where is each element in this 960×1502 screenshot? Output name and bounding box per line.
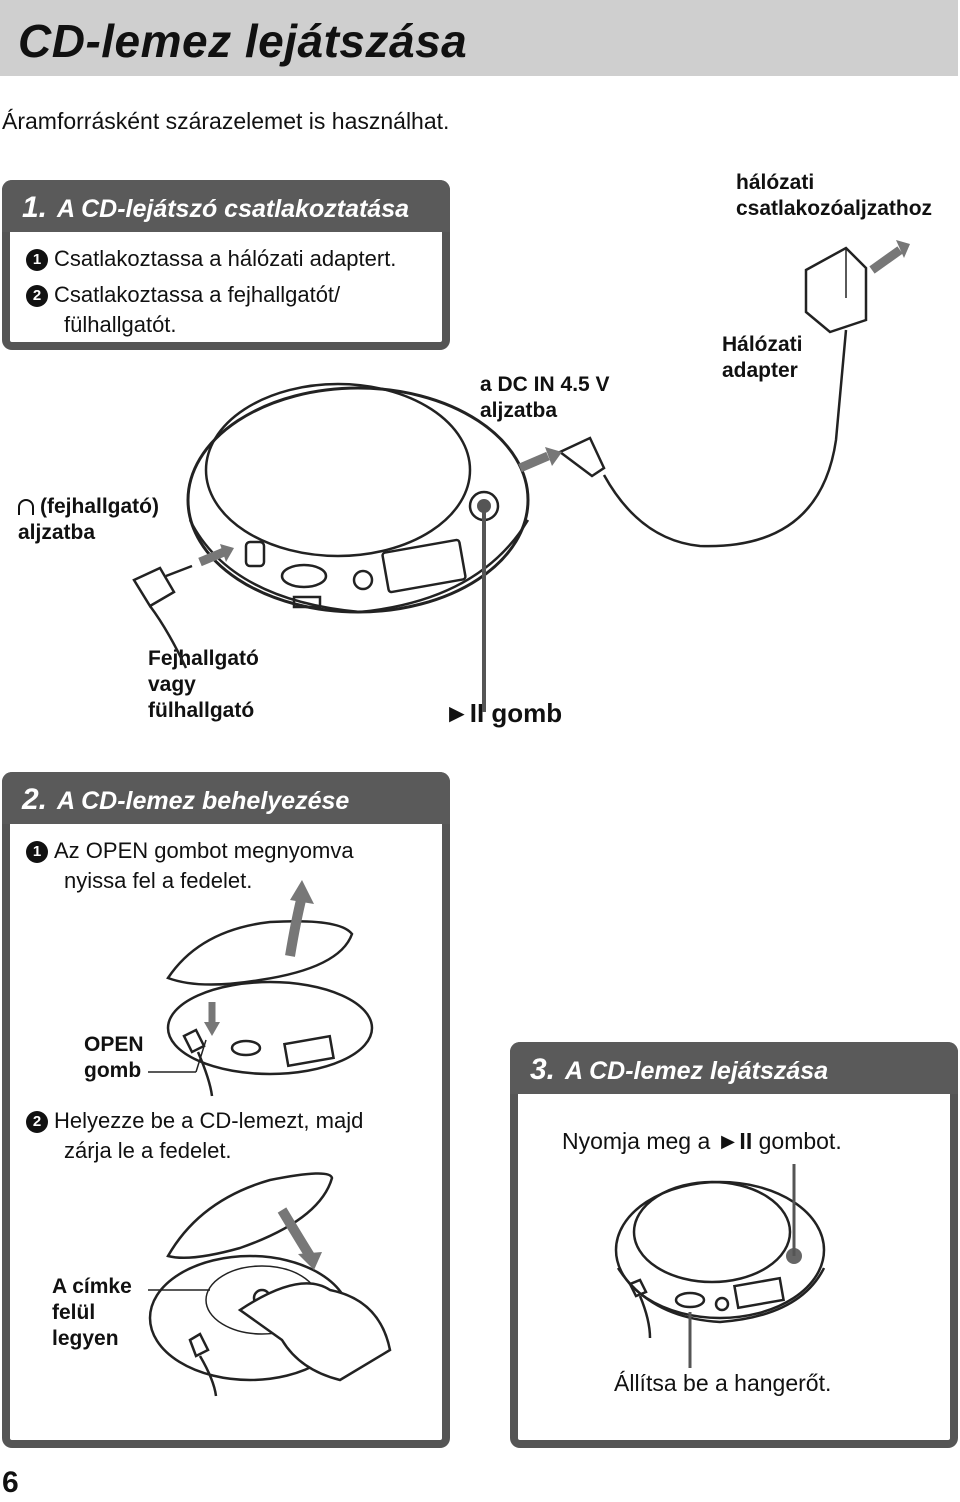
label-phones-jack: (fejhallgató) aljzatba bbox=[18, 494, 159, 546]
label-line: a DC IN 4.5 V bbox=[480, 373, 610, 396]
cd-player-open-lid bbox=[148, 880, 374, 1097]
section-3-header: 3. A CD-lemez lejátszása bbox=[510, 1042, 958, 1094]
instruction-text: Nyomja meg a bbox=[562, 1128, 711, 1154]
headphone-icon bbox=[18, 499, 34, 515]
section-3-number: 3. bbox=[530, 1053, 556, 1086]
section-2-title: A CD-lemez behelyezése bbox=[57, 787, 350, 815]
headphone-plug bbox=[132, 544, 234, 669]
step-text: Helyezze be a CD-lemezt, majd bbox=[54, 1108, 364, 1133]
instruction-text: gombot. bbox=[758, 1128, 842, 1154]
ac-adapter-illustration bbox=[804, 240, 910, 334]
label-line: (fejhallgató) bbox=[40, 495, 159, 518]
label-line: aljzatba bbox=[480, 399, 558, 422]
label-line: adapter bbox=[722, 359, 798, 382]
section-2-number: 2. bbox=[22, 783, 48, 816]
label-adapter: Hálózati adapter bbox=[722, 332, 803, 384]
volume-instruction: Állítsa be a hangerőt. bbox=[614, 1370, 832, 1396]
step-marker: 2 bbox=[26, 1111, 48, 1133]
cd-player-play bbox=[614, 1164, 826, 1368]
step-1-1: 1 Csatlakoztassa a hálózati adaptert. bbox=[26, 244, 396, 274]
play-pause-icon: ►II bbox=[716, 1128, 753, 1154]
page-title: CD-lemez lejátszása bbox=[18, 15, 468, 67]
label-line: aljzatba bbox=[18, 521, 96, 544]
step-marker: 2 bbox=[26, 285, 48, 307]
step-text: Az OPEN gombot megnyomva bbox=[54, 838, 354, 863]
label-headphone: Fejhallgató vagy fülhallgató bbox=[148, 646, 259, 724]
label-line: OPEN bbox=[84, 1033, 144, 1056]
label-play-button: ►II gomb bbox=[444, 698, 562, 729]
step-2-1: 1 Az OPEN gombot megnyomva nyissa fel a f… bbox=[26, 836, 354, 896]
step-2-2: 2 Helyezze be a CD-lemezt, majd zárja le … bbox=[26, 1106, 363, 1166]
step-text: Csatlakoztassa a hálózati adaptert. bbox=[54, 246, 397, 271]
play-pause-icon: ►II bbox=[444, 698, 485, 728]
label-label-side: A címke felül legyen bbox=[52, 1274, 132, 1352]
title-bar: CD-lemez lejátszása bbox=[0, 0, 958, 76]
label-line: Fejhallgató bbox=[148, 647, 259, 670]
section-3-instruction: Nyomja meg a ►II gombot. bbox=[562, 1128, 842, 1155]
label-line: gomb bbox=[84, 1059, 142, 1082]
label-line: vagy bbox=[148, 673, 196, 696]
label-open-button: OPEN gomb bbox=[84, 1032, 144, 1084]
step-marker: 1 bbox=[26, 249, 48, 271]
cd-player-illustration bbox=[186, 382, 530, 614]
section-1-header: 1. A CD-lejátszó csatlakoztatása bbox=[2, 180, 450, 232]
step-text-cont: fülhallgatót. bbox=[64, 312, 177, 337]
intro-text: Áramforrásként szárazelemet is használha… bbox=[2, 108, 450, 134]
step-text-cont: zárja le a fedelet. bbox=[64, 1138, 232, 1163]
label-line: gomb bbox=[491, 698, 563, 728]
label-line: A címke bbox=[52, 1275, 132, 1298]
step-marker: 1 bbox=[26, 841, 48, 863]
step-text-cont: nyissa fel a fedelet. bbox=[64, 868, 253, 893]
step-text: Csatlakoztassa a fejhallgatót/ bbox=[54, 282, 341, 307]
label-line: Hálózati bbox=[722, 333, 803, 356]
power-cable bbox=[518, 329, 848, 548]
label-line: felül bbox=[52, 1301, 96, 1324]
section-1-number: 1. bbox=[22, 191, 48, 224]
page-number: 6 bbox=[2, 1466, 19, 1499]
label-line: csatlakozóaljzathoz bbox=[736, 197, 933, 220]
cd-player-insert-disc bbox=[148, 1172, 392, 1397]
label-line: fülhallgató bbox=[148, 699, 255, 722]
section-1-title: A CD-lejátszó csatlakoztatása bbox=[57, 195, 410, 223]
section-3-box: 3. A CD-lemez lejátszása Nyomja meg a ►II… bbox=[510, 1042, 958, 1448]
section-3-title: A CD-lemez lejátszása bbox=[565, 1057, 829, 1085]
label-line: hálózati bbox=[736, 171, 815, 194]
label-line: legyen bbox=[52, 1327, 119, 1350]
step-1-2: 2 Csatlakoztassa a fejhallgatót/ fülhallg… bbox=[26, 280, 340, 340]
label-dcin: a DC IN 4.5 V aljzatba bbox=[480, 372, 610, 424]
label-outlet: hálózati csatlakozóaljzathoz bbox=[736, 170, 932, 222]
section-2-header: 2. A CD-lemez behelyezése bbox=[2, 772, 450, 824]
